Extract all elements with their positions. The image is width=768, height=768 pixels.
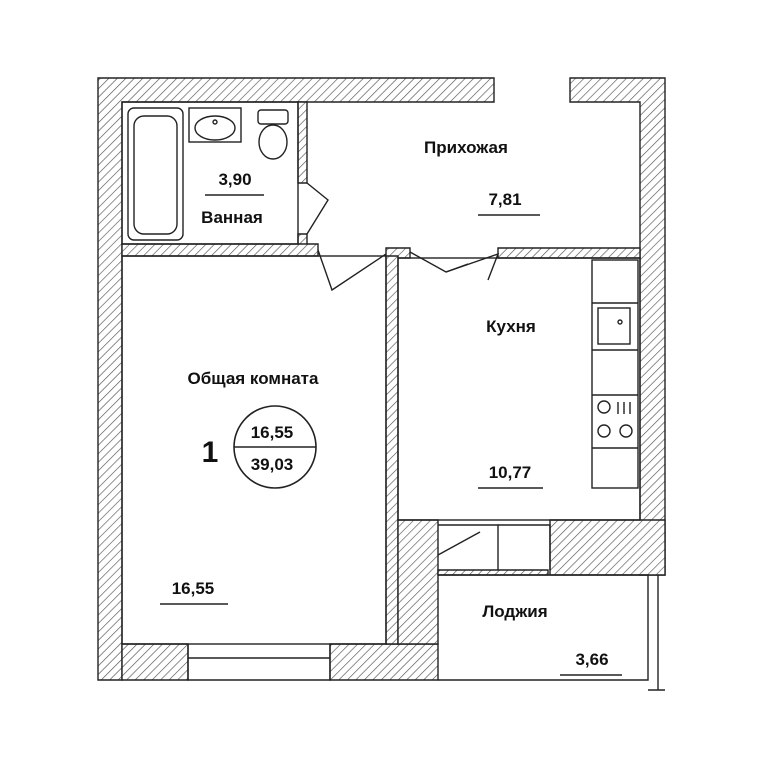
hallway-area: 7,81	[488, 190, 521, 209]
bathroom-name: Ванная	[201, 208, 263, 227]
total-area-value: 39,03	[251, 455, 294, 474]
hallway-name: Прихожая	[424, 138, 508, 157]
apartment-number: 1	[202, 436, 219, 469]
doors	[306, 182, 500, 292]
loggia-area: 3,66	[575, 650, 608, 669]
living-room-area: 16,55	[172, 579, 215, 598]
room-outlines	[121, 101, 665, 691]
kitchen-sink	[597, 307, 631, 345]
kitchen-counter	[591, 259, 639, 489]
bathtub	[127, 107, 184, 241]
living-room-name: Общая комната	[188, 369, 319, 388]
bathroom-area: 3,90	[218, 170, 251, 189]
interior-walls	[121, 101, 666, 645]
apartment-badge: 1 16,55 39,03	[202, 405, 317, 489]
kitchen-name: Кухня	[486, 317, 536, 336]
sink	[188, 107, 242, 143]
loggia-name: Лоджия	[482, 602, 547, 621]
living-area-value: 16,55	[251, 423, 294, 442]
stove	[597, 400, 633, 438]
kitchen-area: 10,77	[489, 463, 532, 482]
toilet	[257, 109, 289, 160]
